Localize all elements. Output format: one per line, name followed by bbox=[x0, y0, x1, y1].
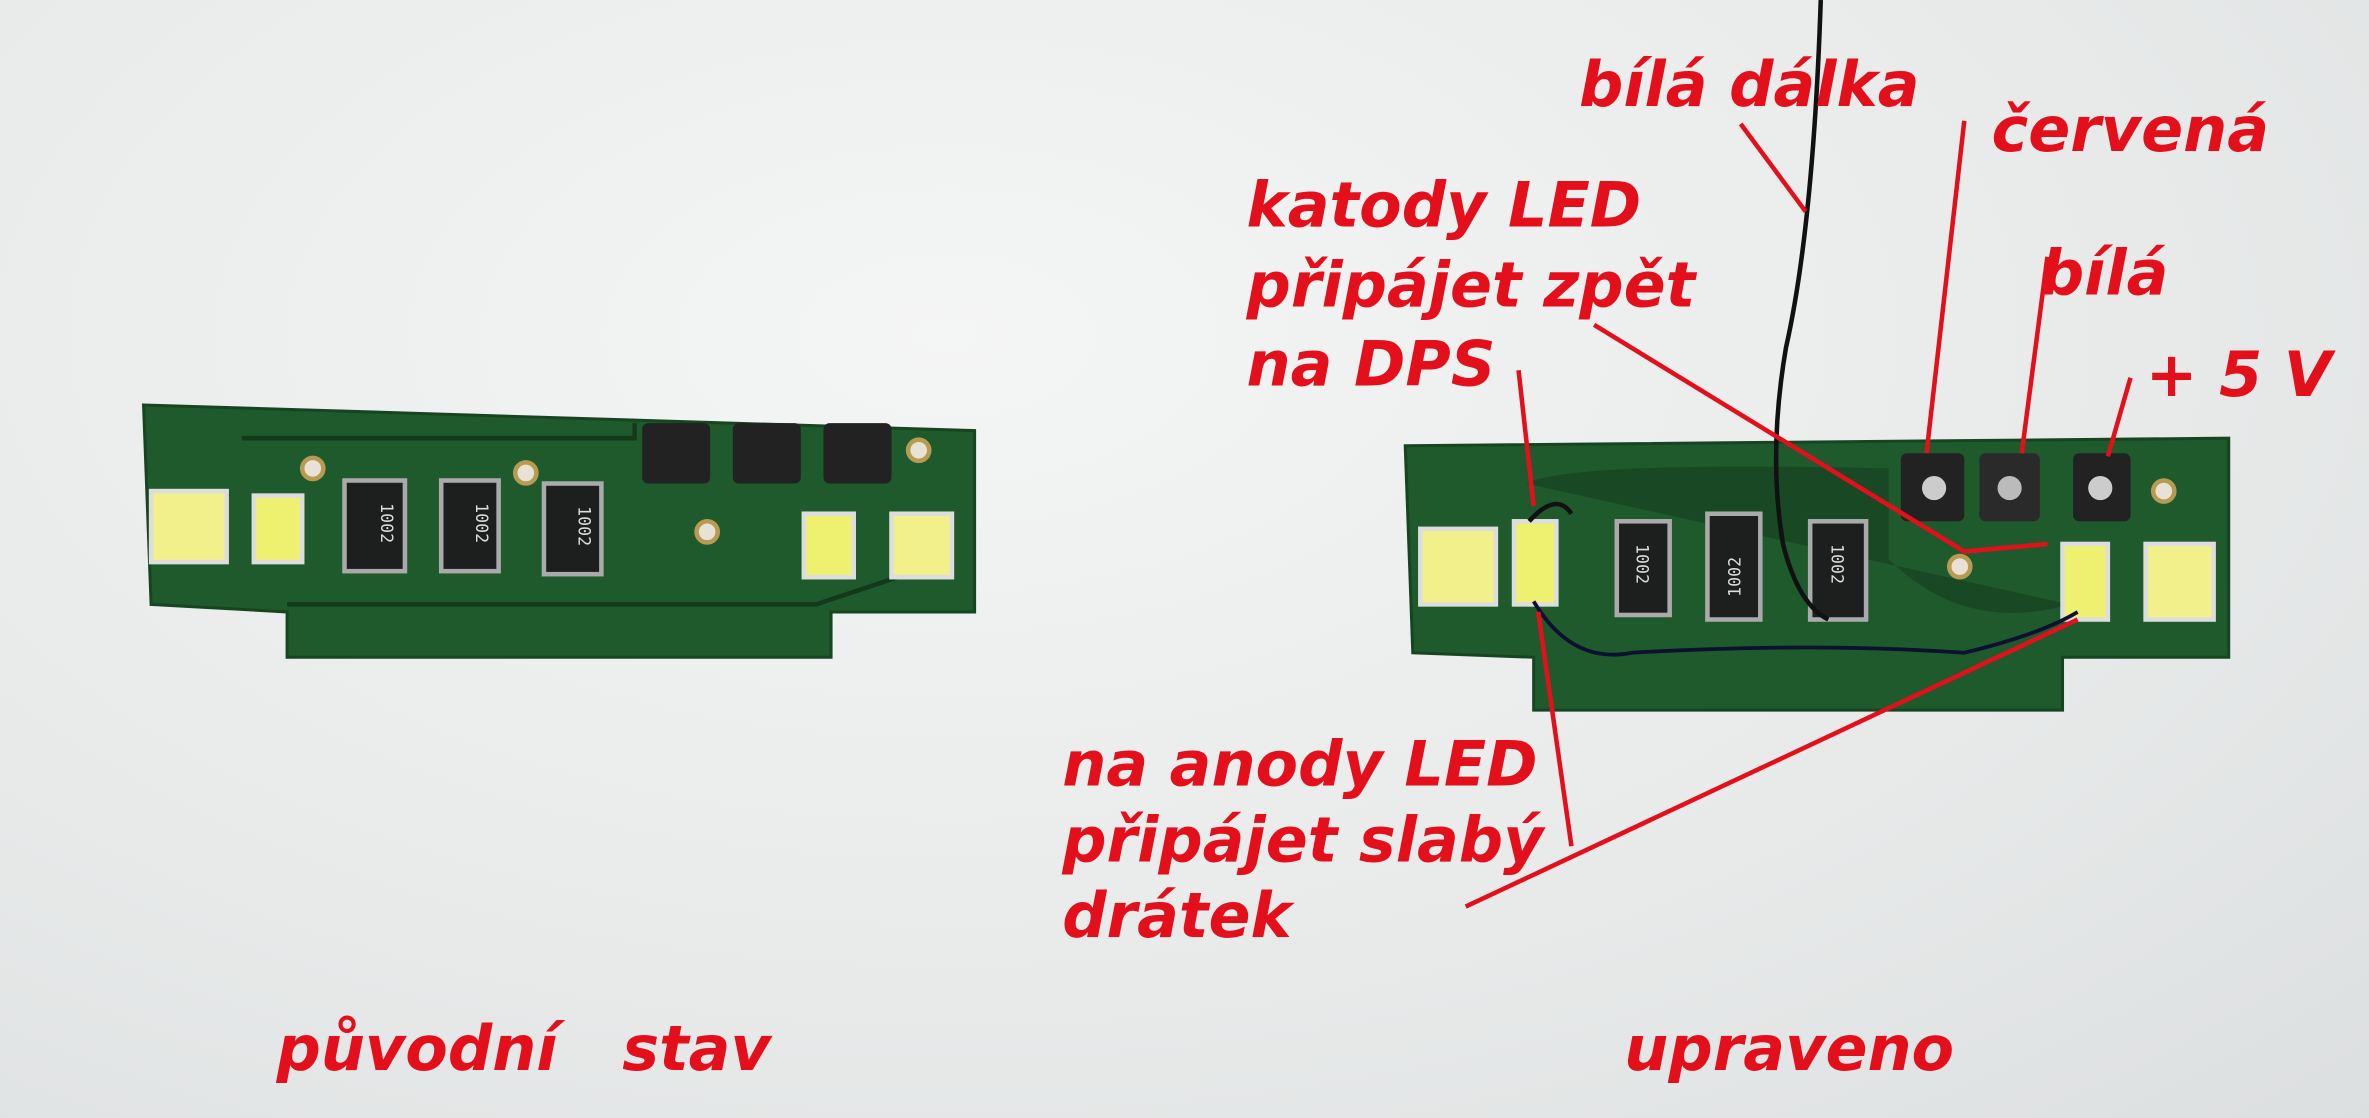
solder-pads bbox=[1900, 453, 2131, 522]
resistor-marking: 1002 bbox=[472, 503, 491, 543]
label-katody-line1: katody LED bbox=[1247, 169, 1642, 242]
resistor-marking: 1002 bbox=[1632, 544, 1651, 584]
label-anody-line2: připájet slabý bbox=[1061, 803, 1546, 876]
resistor-marking: 1002 bbox=[1827, 544, 1846, 584]
label-plus-5v: + 5 V bbox=[2146, 338, 2337, 411]
caption-modified: upraveno bbox=[1624, 1012, 1954, 1085]
resistor-marking: 1002 bbox=[1726, 557, 1745, 597]
resistor-marking: 1002 bbox=[377, 503, 396, 543]
label-bila: bílá bbox=[2040, 237, 2169, 310]
label-cervena: červená bbox=[1991, 93, 2269, 166]
label-katody-line3: na DPS bbox=[1247, 327, 1496, 400]
solder-pads bbox=[642, 423, 892, 484]
caption-original: původní stav bbox=[276, 1012, 773, 1085]
vias bbox=[299, 437, 932, 545]
resistor-group: 1002 1002 1002 bbox=[342, 478, 604, 577]
led-group bbox=[148, 488, 955, 580]
pcb-modified: 1002 1002 1002 bbox=[1403, 0, 2231, 712]
led-group bbox=[1418, 519, 2216, 622]
label-katody-line2: připájet zpět bbox=[1246, 249, 1698, 322]
vias bbox=[1946, 478, 2177, 580]
annotation-leader-lines bbox=[1464, 120, 2133, 909]
thin-wire bbox=[1532, 600, 2079, 657]
label-anody-line1: na anody LED bbox=[1062, 728, 1537, 801]
label-anody-line3: drátek bbox=[1062, 879, 1295, 952]
resistor-group: 1002 1002 1002 bbox=[1614, 511, 1869, 622]
label-bila-dalka: bílá dálka bbox=[1579, 48, 1920, 121]
resistor-marking: 1002 bbox=[575, 506, 594, 546]
pcb-original: 1002 1002 1002 bbox=[141, 403, 977, 659]
black-wire bbox=[1773, 0, 1830, 622]
